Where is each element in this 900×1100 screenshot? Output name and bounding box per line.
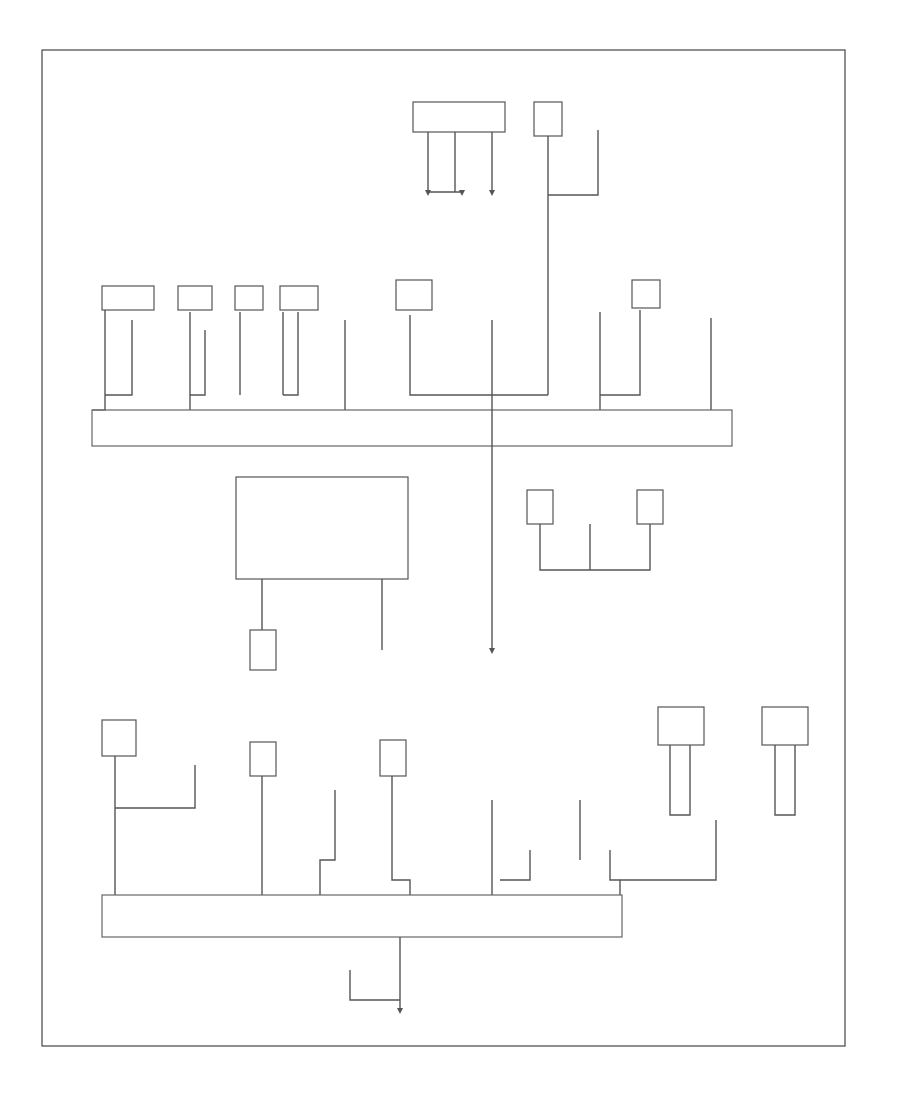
upper-row-branch-wires — [92, 310, 712, 411]
lower-right-module-pair — [657, 706, 809, 816]
lower-trunk-ground — [397, 1008, 403, 1014]
top-splice-connector — [412, 101, 506, 133]
center-right-sensor-boxes — [526, 489, 664, 525]
lower-ground-bus — [101, 894, 623, 938]
central-control-module — [235, 476, 409, 580]
top-module — [533, 101, 563, 137]
center-right-sensor-wiring — [539, 524, 651, 571]
upper-row-component-boxes — [101, 279, 661, 311]
lower-branch-wires — [114, 756, 717, 895]
lower-left-modules — [101, 719, 407, 777]
top-splice-ground-arrows — [425, 190, 495, 196]
lower-side-branch — [349, 970, 400, 1001]
upper-ground-bus — [91, 409, 733, 447]
top-switch-wire — [548, 130, 599, 196]
top-splice-wires — [427, 132, 493, 193]
diagram-frame — [41, 49, 846, 1047]
central-load-component — [249, 629, 277, 671]
main-trunk-ground — [489, 648, 495, 654]
